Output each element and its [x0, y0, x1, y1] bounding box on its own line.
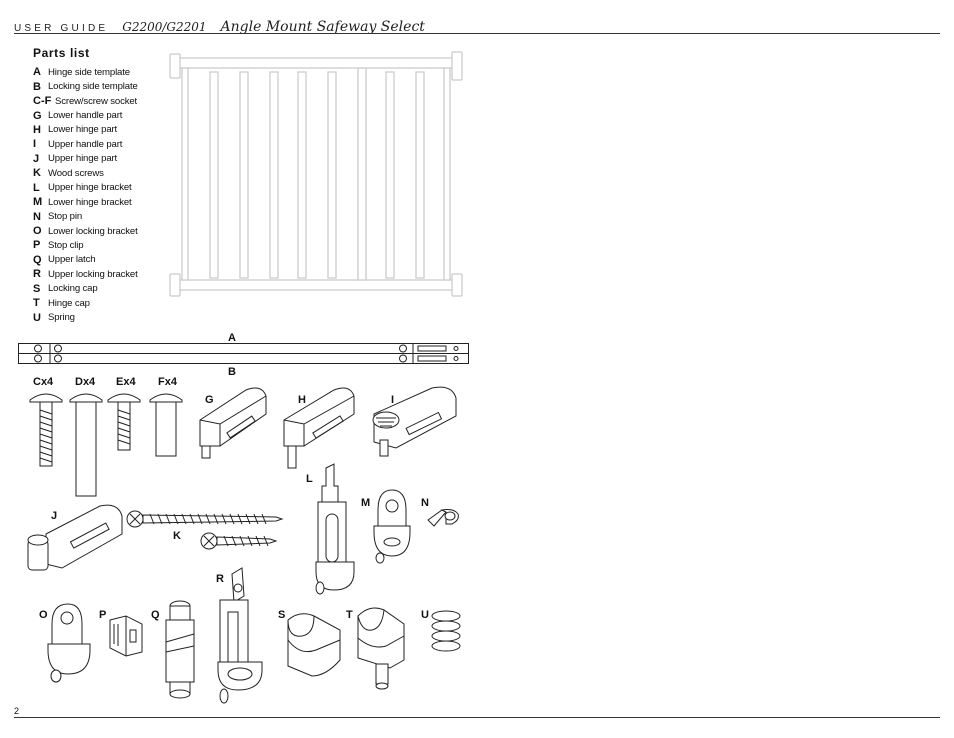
parts-list-title: Parts list: [33, 46, 90, 60]
wood-screw-short-icon: [200, 532, 278, 550]
label-part-h: H: [298, 394, 306, 406]
model-number: G2200/G2201: [122, 20, 207, 34]
templates-a-b: [18, 343, 469, 364]
label-part-m: M: [361, 497, 371, 509]
product-name: Angle Mount Safeway Select: [220, 19, 425, 35]
label-screw-c: Cx4: [33, 376, 54, 388]
footer-rule: [14, 717, 940, 718]
wood-screw-long-icon: [126, 510, 284, 528]
label-part-s: S: [278, 609, 286, 621]
label-part-i: I: [391, 394, 395, 406]
screw-c-icon: [29, 393, 63, 467]
socket-f-icon: [149, 393, 183, 457]
label-template-b: B: [228, 366, 236, 378]
label-part-t: T: [346, 609, 353, 621]
label-wood-screws-k: K: [173, 530, 181, 542]
label-part-p: P: [99, 609, 107, 621]
upper-handle-part-icon: [372, 386, 457, 457]
lower-handle-part-icon: [199, 387, 267, 459]
upper-hinge-part-icon: [27, 504, 123, 571]
spring-icon: [431, 610, 461, 652]
label-part-n: N: [421, 497, 429, 509]
header-rule: [14, 33, 940, 34]
stop-clip-icon: [109, 615, 143, 657]
page-number: 2: [14, 706, 20, 716]
upper-locking-bracket-icon: [217, 567, 263, 704]
stop-pin-icon: [427, 509, 459, 527]
locking-cap-icon: [287, 613, 341, 677]
page-header: USER GUIDE G2200/G2201 Angle Mount Safew…: [14, 19, 425, 35]
lower-hinge-part-icon: [283, 387, 355, 469]
label-part-r: R: [216, 573, 224, 585]
label-socket-f: Fx4: [158, 376, 177, 388]
label-template-a: A: [228, 332, 236, 344]
label-part-u: U: [421, 609, 429, 621]
guide-label: USER GUIDE: [14, 23, 109, 34]
hinge-cap-icon: [357, 607, 405, 690]
label-part-o: O: [39, 609, 48, 621]
screw-e-icon: [107, 393, 141, 451]
label-part-j: J: [51, 510, 58, 522]
upper-hinge-bracket-icon: [315, 463, 355, 595]
gate-illustration: [169, 51, 463, 297]
label-part-g: G: [205, 394, 214, 406]
lower-hinge-bracket-icon: [373, 489, 411, 564]
lower-locking-bracket-icon: [47, 603, 91, 683]
label-socket-d: Dx4: [75, 376, 96, 388]
upper-latch-icon: [165, 600, 195, 699]
label-part-l: L: [306, 473, 313, 485]
label-screw-e: Ex4: [116, 376, 136, 388]
label-part-q: Q: [151, 609, 160, 621]
socket-d-icon: [69, 393, 103, 497]
